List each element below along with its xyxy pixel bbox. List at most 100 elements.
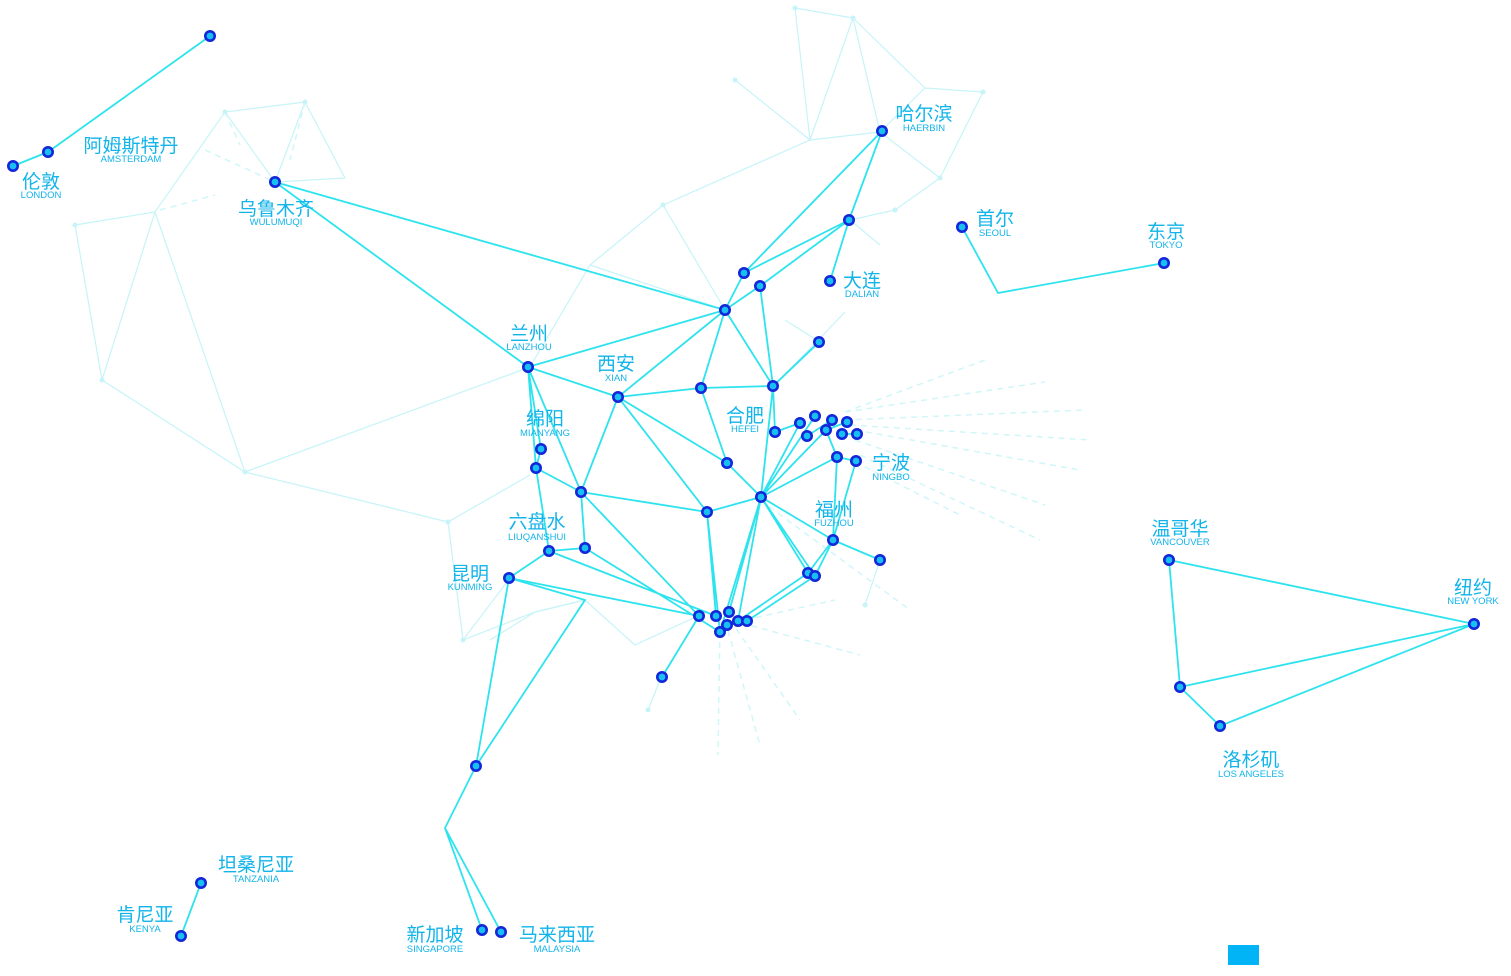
label-wulumuqi-en: WULUMUQI bbox=[250, 217, 303, 228]
label-dalian-cn: 大连 bbox=[843, 270, 881, 292]
node-harbin[interactable] bbox=[876, 125, 888, 137]
label-vancouver-en: VANCOUVER bbox=[1150, 537, 1210, 548]
node[interactable] bbox=[809, 410, 821, 422]
node[interactable] bbox=[754, 280, 766, 292]
node[interactable] bbox=[656, 671, 668, 683]
label-singapore-cn: 新加坡 bbox=[406, 924, 463, 946]
node[interactable] bbox=[575, 486, 587, 498]
label-vancouver-cn: 温哥华 bbox=[1151, 518, 1208, 540]
legend-swatch[interactable] bbox=[1228, 945, 1259, 965]
node[interactable] bbox=[714, 626, 726, 638]
label-ningbo-en: NINGBO bbox=[872, 472, 909, 483]
node[interactable] bbox=[874, 554, 886, 566]
node[interactable] bbox=[831, 451, 843, 463]
label-lanzhou-cn: 兰州 bbox=[510, 323, 548, 345]
node-wulumuqi[interactable] bbox=[269, 176, 281, 188]
node[interactable] bbox=[801, 430, 813, 442]
label-ningbo-cn: 宁波 bbox=[872, 452, 910, 474]
node[interactable] bbox=[820, 424, 832, 436]
node[interactable] bbox=[204, 30, 216, 42]
label-wulumuqi-cn: 乌鲁木齐 bbox=[238, 198, 314, 220]
node-seoul[interactable] bbox=[956, 221, 968, 233]
node[interactable] bbox=[851, 428, 863, 440]
label-kenya-en: KENYA bbox=[129, 924, 161, 935]
node[interactable] bbox=[843, 214, 855, 226]
label-kunming-en: KUNMING bbox=[448, 582, 493, 593]
node-liupanshui[interactable] bbox=[543, 545, 555, 557]
label-losangeles-cn: 洛杉矶 bbox=[1222, 749, 1279, 771]
node[interactable] bbox=[841, 416, 853, 428]
label-fuzhou-en: FUZHOU bbox=[814, 518, 854, 529]
node-amsterdam[interactable] bbox=[42, 146, 54, 158]
label-harbin-cn: 哈尔滨 bbox=[895, 103, 952, 125]
label-london-cn: 伦敦 bbox=[22, 171, 60, 193]
label-seoul-cn: 首尔 bbox=[976, 208, 1014, 230]
node-dalian[interactable] bbox=[824, 275, 836, 287]
label-liupanshui-cn: 六盘水 bbox=[508, 511, 565, 533]
node[interactable] bbox=[767, 380, 779, 392]
label-xian-en: XIAN bbox=[605, 373, 627, 384]
label-newyork-en: NEW YORK bbox=[1447, 596, 1499, 607]
node[interactable] bbox=[836, 428, 848, 440]
label-dalian-en: DALIAN bbox=[845, 289, 879, 300]
node[interactable] bbox=[809, 570, 821, 582]
node-vancouver[interactable] bbox=[1163, 554, 1175, 566]
city-labels: 阿姆斯特丹 AMSTERDAM 伦敦 LONDON 乌鲁木齐 WULUMUQI … bbox=[21, 103, 1500, 955]
node-singapore[interactable] bbox=[476, 924, 488, 936]
node[interactable] bbox=[1174, 681, 1186, 693]
label-harbin-en: HAERBIN bbox=[903, 123, 945, 134]
node[interactable] bbox=[579, 542, 591, 554]
node-hefei[interactable] bbox=[769, 426, 781, 438]
label-hefei-en: HEFEI bbox=[731, 424, 759, 435]
node-losangeles[interactable] bbox=[1214, 720, 1226, 732]
background-mesh bbox=[72, 5, 1091, 756]
node[interactable] bbox=[470, 760, 482, 772]
node[interactable] bbox=[741, 615, 753, 627]
node-mianyang[interactable] bbox=[535, 443, 547, 455]
label-mianyang-cn: 绵阳 bbox=[526, 408, 564, 430]
node[interactable] bbox=[723, 606, 735, 618]
node-london[interactable] bbox=[7, 160, 19, 172]
route-edges bbox=[12, 35, 1475, 937]
node[interactable] bbox=[710, 610, 722, 622]
label-singapore-en: SINGAPORE bbox=[407, 944, 464, 955]
label-hefei-cn: 合肥 bbox=[726, 405, 764, 427]
node[interactable] bbox=[701, 506, 713, 518]
node-xian[interactable] bbox=[612, 391, 624, 403]
label-newyork-cn: 纽约 bbox=[1454, 577, 1492, 599]
node-malaysia[interactable] bbox=[495, 926, 507, 938]
label-losangeles-en: LOS ANGELES bbox=[1218, 769, 1284, 780]
node-ningbo[interactable] bbox=[850, 455, 862, 467]
node[interactable] bbox=[732, 615, 744, 627]
label-malaysia-cn: 马来西亚 bbox=[519, 924, 595, 946]
node-kunming[interactable] bbox=[503, 572, 515, 584]
node[interactable] bbox=[695, 382, 707, 394]
node[interactable] bbox=[826, 414, 838, 426]
node-lanzhou[interactable] bbox=[522, 361, 534, 373]
label-amsterdam-cn: 阿姆斯特丹 bbox=[83, 135, 178, 157]
label-amsterdam-en: AMSTERDAM bbox=[101, 154, 162, 165]
node[interactable] bbox=[530, 462, 542, 474]
node[interactable] bbox=[738, 267, 750, 279]
label-fuzhou-cn: 福州 bbox=[815, 499, 853, 521]
city-nodes bbox=[7, 30, 1480, 942]
label-kenya-cn: 肯尼亚 bbox=[116, 904, 173, 926]
label-kunming-cn: 昆明 bbox=[451, 563, 489, 585]
node-fuzhou[interactable] bbox=[827, 534, 839, 546]
node[interactable] bbox=[794, 417, 806, 429]
node[interactable] bbox=[721, 457, 733, 469]
label-mianyang-en: MIANYANG bbox=[520, 428, 570, 439]
node[interactable] bbox=[755, 491, 767, 503]
label-tokyo-en: TOKYO bbox=[1149, 240, 1182, 251]
node[interactable] bbox=[813, 336, 825, 348]
node[interactable] bbox=[693, 610, 705, 622]
label-xian-cn: 西安 bbox=[597, 353, 635, 375]
label-lanzhou-en: LANZHOU bbox=[506, 342, 552, 353]
node-newyork[interactable] bbox=[1468, 618, 1480, 630]
node-kenya[interactable] bbox=[175, 930, 187, 942]
label-tanzania-cn: 坦桑尼亚 bbox=[218, 854, 294, 876]
node[interactable] bbox=[719, 304, 731, 316]
node-tanzania[interactable] bbox=[195, 877, 207, 889]
node-tokyo[interactable] bbox=[1158, 257, 1170, 269]
